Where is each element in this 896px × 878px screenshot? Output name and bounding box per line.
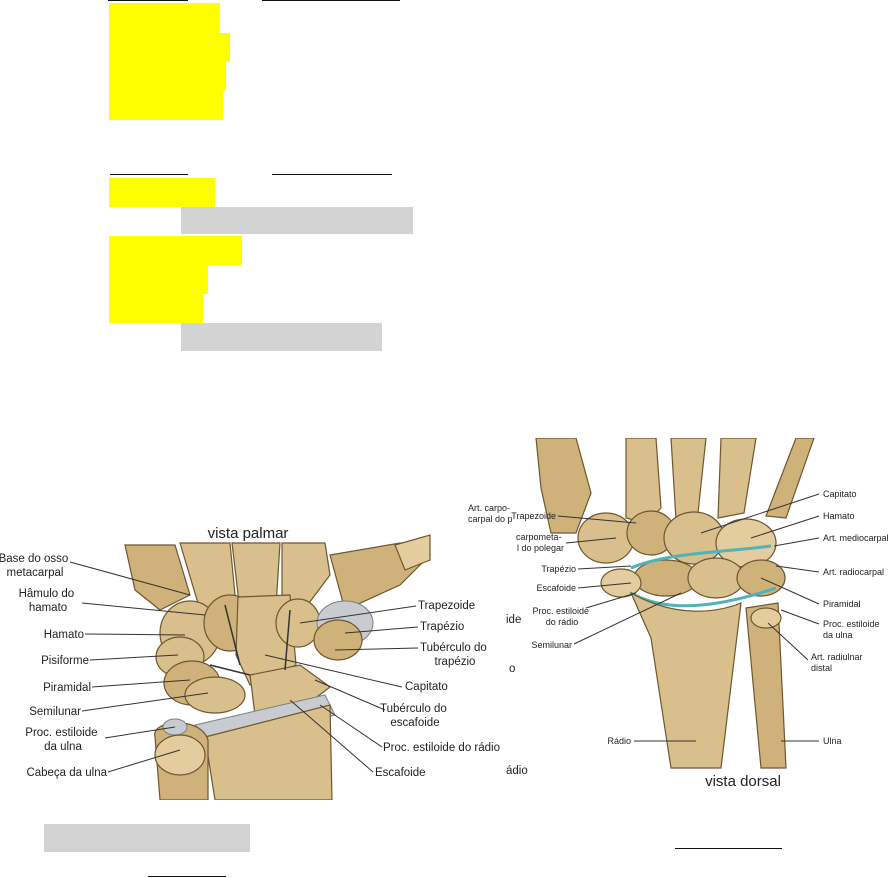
redacted-underline xyxy=(262,0,400,1)
label-trapezoide: Trapezoide xyxy=(511,511,556,521)
label-ulna: Ulna xyxy=(823,736,842,746)
label-capitato: Capitato xyxy=(823,489,857,499)
redacted-underline xyxy=(108,0,188,1)
label-pisiforme: Pisiforme xyxy=(41,655,89,667)
figure-palmar-view: vista palmar xyxy=(0,515,530,800)
palmar-bones-illustration xyxy=(124,534,432,800)
label-piramidal: Piramidal xyxy=(43,682,91,694)
label-art-radiocarpal: Art. radiocarpal xyxy=(823,567,884,577)
label-piramidal: Piramidal xyxy=(823,599,861,609)
label-art-carpo: carpal do p xyxy=(468,514,513,524)
label-proc-ulna: Proc. estiloide da ulna xyxy=(25,727,100,753)
redacted-highlight xyxy=(109,62,226,91)
dorsal-title: vista dorsal xyxy=(705,773,781,790)
label-tuberculo-escafoide: Tubérculo do escafoide xyxy=(380,703,450,729)
redacted-highlight xyxy=(181,323,382,351)
label-radio: Rádio xyxy=(607,736,631,746)
label-hamato: Hamato xyxy=(44,629,84,641)
redacted-underline xyxy=(110,174,188,175)
label-proc-radio: Proc. estiloide do rádio xyxy=(383,742,500,754)
label-trapezoide: Trapezoide xyxy=(418,600,475,612)
label-fragment: ádio xyxy=(506,765,528,777)
label-fragment: ide xyxy=(506,614,521,626)
redacted-highlight xyxy=(44,824,250,852)
redacted-highlight xyxy=(109,294,203,323)
redacted-underline xyxy=(675,848,782,849)
label-trapezio: Trapézio xyxy=(420,621,464,633)
redacted-highlight xyxy=(109,236,242,265)
palmar-title: vista palmar xyxy=(208,525,289,542)
label-escafoide: Escafoide xyxy=(375,767,426,779)
redacted-highlight xyxy=(109,91,223,120)
redacted-highlight xyxy=(109,33,230,62)
label-art-mediocarpal: Art. mediocarpal xyxy=(823,533,889,543)
figure-dorsal-view: Art. carpo- carpal do p Trapezoide carpo… xyxy=(466,438,896,798)
redacted-highlight xyxy=(109,178,215,207)
label-hamulo: Hâmulo do hamato xyxy=(19,588,78,614)
dorsal-bones-illustration xyxy=(535,438,815,769)
label-semilunar: Semilunar xyxy=(29,706,81,718)
label-escafoide: Escafoide xyxy=(536,583,576,593)
label-cabeca-ulna: Cabeça da ulna xyxy=(26,767,107,779)
label-carpometa: carpometa- l do polegar xyxy=(516,532,564,553)
label-art-carpo: Art. carpo- xyxy=(468,503,510,513)
redacted-underline xyxy=(272,174,392,175)
redacted-highlight xyxy=(181,207,413,234)
label-tuberculo-trapezio: Tubérculo do trapézio xyxy=(420,642,490,668)
label-capitato: Capitato xyxy=(405,681,448,693)
label-hamato: Hamato xyxy=(823,511,855,521)
label-base-metacarpal: Base do osso metacarpal xyxy=(0,553,71,579)
label-trapezio: Trapézio xyxy=(541,564,576,574)
label-semilunar: Semilunar xyxy=(531,640,572,650)
label-proc-radio: Proc. estiloide do rádio xyxy=(532,606,591,627)
redacted-highlight xyxy=(109,3,220,33)
redacted-highlight xyxy=(109,265,208,294)
redacted-underline xyxy=(148,876,226,877)
label-fragment: o xyxy=(509,663,515,675)
label-proc-ulna: Proc. estiloide da ulna xyxy=(823,619,882,640)
label-art-radiulnar: Art. radiulnar distal xyxy=(811,652,865,673)
